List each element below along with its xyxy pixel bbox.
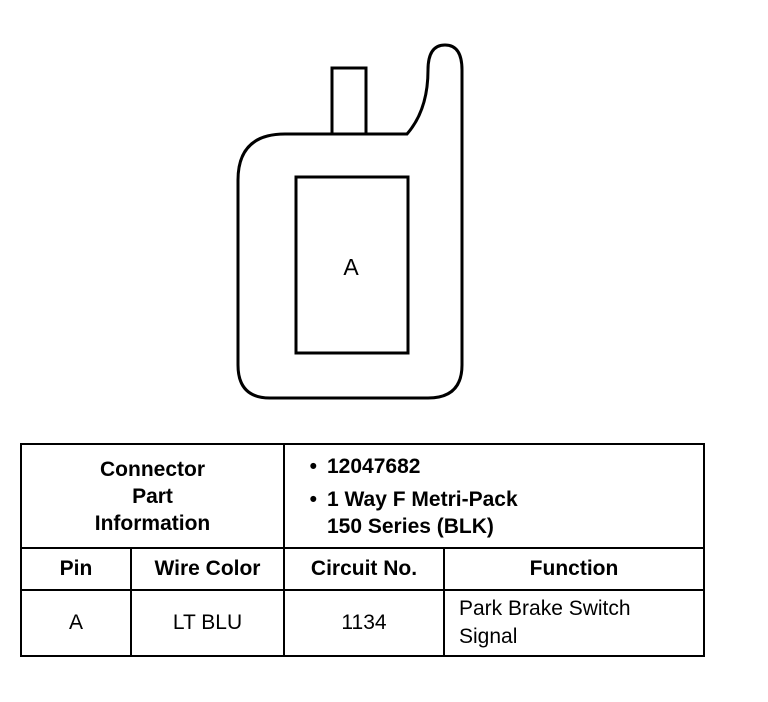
locking-tab xyxy=(330,66,368,136)
cell-wire-color: LT BLU xyxy=(130,589,285,657)
part-info-row: Connector Part Information • 12047682 • … xyxy=(20,443,705,549)
part-info-heading: Connector Part Information xyxy=(94,457,211,535)
connector-body-outline xyxy=(236,43,464,400)
cell-function: Park Brake Switch Signal xyxy=(443,589,705,657)
cavity-label: A xyxy=(343,254,359,280)
terminal-cavity xyxy=(294,175,410,355)
col-header-wire-color: Wire Color xyxy=(130,547,285,591)
part-number: 12047682 xyxy=(327,454,421,478)
part-info-details: • 12047682 • 1 Way F Metri-Pack 150 Seri… xyxy=(283,443,705,549)
function-line-2: Signal xyxy=(459,625,518,648)
bullet-icon: • xyxy=(309,454,317,478)
part-info-heading-cell: Connector Part Information xyxy=(20,443,285,549)
cell-circuit: 1134 xyxy=(283,589,445,657)
connector-face-diagram: A xyxy=(236,43,464,400)
column-header-row: Pin Wire Color Circuit No. Function xyxy=(20,547,705,591)
part-number-line: • 12047682 xyxy=(285,453,703,480)
connector-info-table: Connector Part Information • 12047682 • … xyxy=(20,443,705,657)
connector-type-line: • 1 Way F Metri-Pack xyxy=(285,486,703,513)
function-line-1: Park Brake Switch xyxy=(459,597,631,620)
cell-pin: A xyxy=(20,589,132,657)
col-header-pin: Pin xyxy=(20,547,132,591)
connector-type: 1 Way F Metri-Pack xyxy=(327,487,518,511)
table-row: A LT BLU 1134 Park Brake Switch Signal xyxy=(20,589,705,657)
col-header-function: Function xyxy=(443,547,705,591)
bullet-icon: • xyxy=(309,487,317,511)
connector-series: 150 Series (BLK) xyxy=(327,514,494,538)
col-header-circuit: Circuit No. xyxy=(283,547,445,591)
